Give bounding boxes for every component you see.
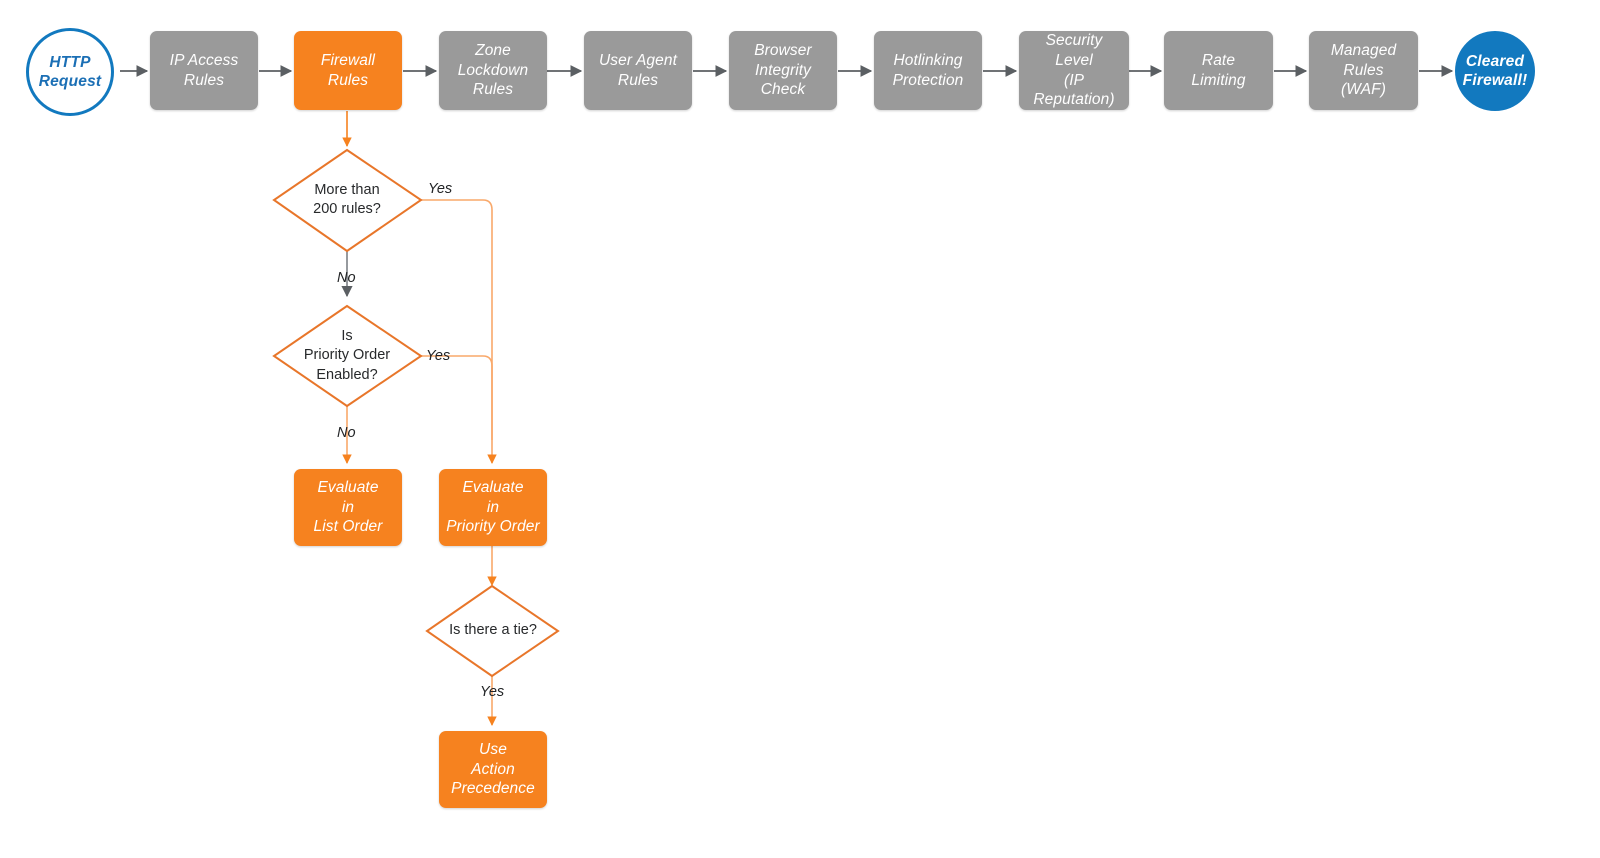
edge-d1-yes-to-priority-order bbox=[421, 199, 497, 464]
decision-is-there-a-tie[interactable]: Is there a tie? bbox=[427, 612, 559, 650]
edge-label-no-more-than-200: No bbox=[337, 270, 356, 286]
diamond-is-priority-order-enabled bbox=[272, 304, 423, 408]
edge-label-yes-tie: Yes bbox=[480, 684, 505, 700]
decision-label-is-there-a-tie: Is there a tie? bbox=[449, 622, 537, 639]
diamond-is-there-a-tie bbox=[425, 584, 560, 678]
edge-d2-yes-join bbox=[421, 355, 493, 440]
edge-label-yes-more-than-200: Yes bbox=[428, 181, 453, 197]
diamond-more-than-200-rules bbox=[272, 148, 423, 253]
edge-label-no-priority-order: No bbox=[337, 425, 356, 441]
edge-label-yes-priority-order: Yes bbox=[426, 348, 451, 364]
